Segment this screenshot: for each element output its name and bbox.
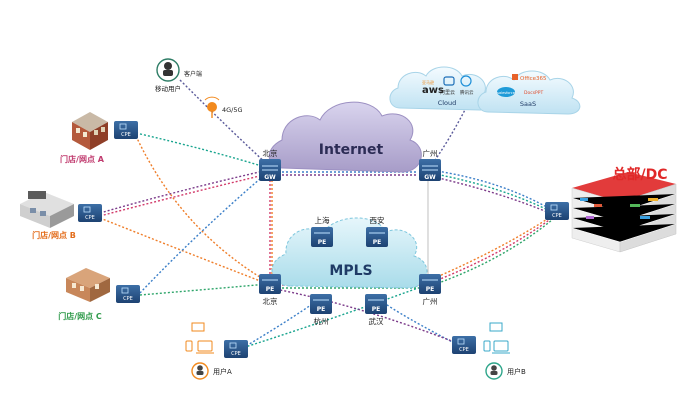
salesforce-label: salesforce: [497, 91, 515, 95]
link-storeB-gw-beijing-2: [99, 173, 269, 217]
store-a-building-icon: [72, 112, 108, 150]
mobile-user-label: 移动用户: [155, 84, 181, 93]
pe-guangzhou-city: 广州: [423, 296, 438, 306]
pe-wuhan: PE 武汉: [365, 294, 387, 326]
user-b-devices-icon: [483, 322, 510, 354]
cellular-label: 4G/5G: [222, 106, 243, 114]
pe-xian-city: 西安: [370, 215, 385, 225]
pe-beijing-box: [259, 274, 281, 294]
store-c-label: 门店/网点 C: [58, 311, 102, 321]
tencent-label: 腾讯云: [460, 89, 474, 96]
pe-wuhan-city: 武汉: [369, 316, 384, 326]
pe-hangzhou: PE 杭州: [310, 294, 332, 326]
store-b-building-icon: [20, 191, 74, 228]
pe-shanghai-city: 上海: [315, 215, 330, 225]
pe-beijing: PE 北京: [259, 274, 281, 306]
cpe-hq-tag: CPE: [552, 213, 562, 219]
office365-label: Office365: [520, 76, 547, 82]
cpe-store-c-tag: CPE: [123, 296, 133, 302]
link-mobile-gw-beijing: [179, 79, 269, 166]
store-c-building-icon: [66, 268, 110, 302]
pe-wuhan-tag: PE: [372, 306, 381, 313]
client-label: 客户端: [184, 70, 202, 78]
link-storeB-gw-beijing: [99, 169, 269, 214]
cpe-user-a-tag: CPE: [231, 351, 241, 357]
gw-beijing: 北京 GW: [259, 148, 281, 181]
link-storeC-pe-beijing: [139, 283, 269, 296]
aliyun-label: 阿里云: [440, 89, 455, 96]
pe-hangzhou-tag: PE: [317, 306, 326, 313]
cpe-user-b-tag: CPE: [459, 347, 469, 353]
saas-app-label: DocsPPT: [524, 90, 543, 96]
cpe-hq: CPE: [545, 202, 569, 220]
mobile-user-avatar-icon: [156, 58, 180, 82]
user-b-avatar-icon: [485, 362, 503, 380]
cpe-store-b-tag: CPE: [85, 215, 95, 221]
cellular-tower-icon: [204, 96, 220, 118]
link-storeC-gw-beijing: [139, 171, 269, 294]
pe-shanghai-box: [311, 227, 333, 247]
gw-beijing-tag: GW: [264, 174, 276, 181]
pe-wuhan-box: [365, 294, 387, 314]
link-storeB-pe-beijing: [99, 217, 269, 285]
cloud-label: Cloud: [438, 99, 457, 107]
aliyun-icon: [443, 76, 455, 86]
aws-cn-label: 亚马逊: [422, 79, 434, 85]
pe-beijing-tag: PE: [266, 286, 275, 293]
gw-beijing-city: 北京: [263, 148, 278, 158]
cpe-store-b: CPE: [78, 204, 102, 222]
link-storeA-pe-beijing: [135, 135, 269, 283]
pe-xian-box: [366, 227, 388, 247]
pe-guangzhou-tag: PE: [426, 286, 435, 293]
pe-guangzhou-box: [419, 274, 441, 294]
store-b-label: 门店/网点 B: [32, 230, 76, 240]
pe-hangzhou-city: 杭州: [314, 316, 329, 326]
pe-xian: 西安 PE: [366, 215, 388, 247]
pe-guangzhou: PE 广州: [419, 274, 441, 306]
cpe-user-a: CPE: [224, 340, 248, 358]
cpe-store-c: CPE: [116, 285, 140, 303]
link-userA-pe-hangzhou: [235, 299, 319, 353]
pe-hangzhou-box: [310, 294, 332, 314]
user-a-label: 用户A: [213, 367, 232, 376]
gw-guangzhou-tag: GW: [424, 174, 436, 181]
user-a-avatar-icon: [191, 362, 209, 380]
salesforce-icon: [497, 87, 515, 97]
user-a-devices-icon: [185, 322, 214, 354]
internet-label: Internet: [319, 142, 384, 158]
tencent-cloud-icon: [460, 75, 472, 87]
cloud-services: aws 亚马逊 阿里云 腾讯云 Cloud Office365 salesfor…: [389, 66, 581, 115]
pe-beijing-city: 北京: [263, 296, 278, 306]
link-storeA-gw-beijing: [135, 132, 269, 169]
mpls-label: MPLS: [329, 263, 372, 279]
cpe-store-a: CPE: [114, 121, 138, 139]
pe-shanghai-tag: PE: [318, 239, 327, 246]
user-b-label: 用户B: [507, 367, 526, 376]
mpls-cloud: MPLS: [271, 217, 428, 289]
gw-guangzhou: 广州 GW: [419, 148, 441, 181]
gw-guangzhou-city: 广州: [423, 148, 438, 158]
aws-logo: aws: [422, 85, 444, 96]
cpe-store-a-tag: CPE: [121, 132, 131, 138]
pe-shanghai: 上海 PE: [311, 215, 333, 247]
saas-label: SaaS: [520, 100, 536, 108]
hq-datacenter-icon: [571, 172, 677, 253]
office365-icon: [512, 74, 518, 80]
cpe-user-b: CPE: [452, 336, 476, 354]
pe-xian-tag: PE: [373, 239, 382, 246]
internet-cloud: Internet: [268, 101, 422, 173]
hq-label: 总部/DC: [612, 166, 667, 183]
store-a-label: 门店/网点 A: [60, 154, 105, 164]
